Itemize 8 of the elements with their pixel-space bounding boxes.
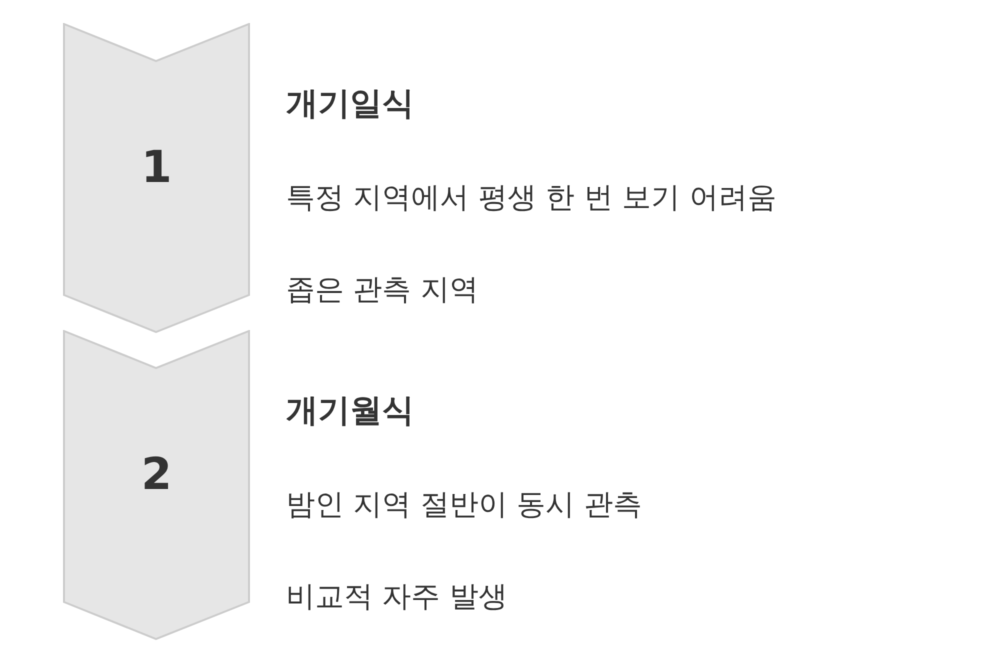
step-heading: 개기월식: [286, 390, 414, 430]
step-description: 특정 지역에서 평생 한 번 보기 어려움: [286, 179, 776, 216]
step-description: 밤인 지역 절반이 동시 관측: [286, 486, 642, 523]
step-description: 좁은 관측 지역: [286, 271, 478, 308]
step-number: 1: [140, 143, 173, 193]
step-heading: 개기일식: [286, 83, 414, 123]
step-number: 2: [140, 450, 173, 500]
step-description: 비교적 자주 발생: [286, 578, 508, 615]
